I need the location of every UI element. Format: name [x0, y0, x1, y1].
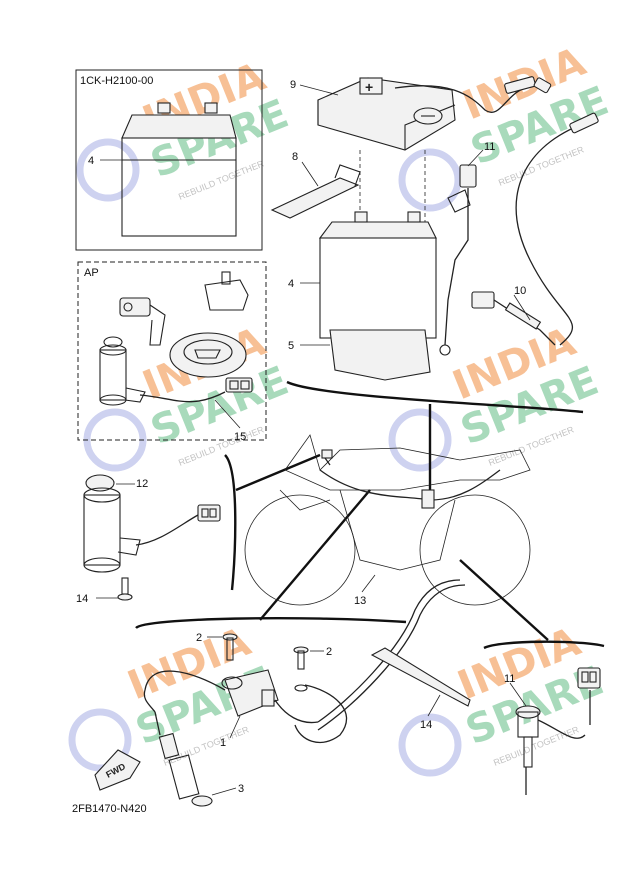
- callout-6: 8: [292, 151, 298, 163]
- neutral-switch-icon: [515, 667, 601, 795]
- main-switch-icon: [83, 474, 221, 573]
- harness-junction-icon: [421, 489, 435, 509]
- battery-band-icon: [270, 164, 361, 219]
- watermark-logo-icon: [68, 708, 132, 772]
- callout-8: 10: [514, 285, 526, 297]
- callout-7: 9: [290, 79, 296, 91]
- connector-line-left: [224, 454, 237, 591]
- lock-set-assembly-box: AP: [77, 261, 267, 443]
- kit-battery-icon: [121, 102, 237, 237]
- leader-3: [211, 787, 237, 796]
- assembly-label: AP: [84, 267, 99, 279]
- callout-9: 11: [484, 141, 495, 153]
- leader-12: [509, 682, 527, 707]
- leader-9: [467, 149, 484, 167]
- watermark-group: INDIA SPARE REBUILD TOGETHER INDIA SPARE…: [68, 39, 615, 777]
- ap-connector-icon: [225, 377, 253, 393]
- leader-14: [427, 694, 441, 717]
- callout-1: 1: [220, 737, 226, 749]
- watermark-logo-icon: [76, 138, 140, 202]
- ap-bracket-icon: [204, 271, 249, 311]
- positive-terminal-icon: [504, 76, 552, 94]
- callout-2a: 2: [196, 632, 202, 644]
- callout-4b: 4: [288, 278, 294, 290]
- battery-pad-icon: [329, 329, 431, 381]
- ap-main-switch-icon: [99, 336, 226, 406]
- callout-3: 3: [238, 783, 244, 795]
- connector-line-bottom: [135, 616, 407, 630]
- seat-lock-icon: [119, 297, 166, 346]
- leader-6: [301, 161, 319, 187]
- leader-1: [229, 715, 241, 739]
- plus-sign: +: [365, 79, 373, 95]
- callout-5: 5: [288, 340, 294, 352]
- connector-line-right: [483, 640, 605, 650]
- callout-14: 14: [420, 719, 432, 731]
- leader-8: [513, 294, 531, 321]
- diagram-code: 2FB1470-N420: [72, 803, 147, 815]
- negative-cable: [515, 124, 581, 346]
- connector-line-left-stem: [235, 453, 321, 492]
- callout-12: 11: [504, 673, 515, 685]
- bolt-2a-icon: [222, 633, 238, 661]
- starter-relay-icon: [471, 291, 556, 346]
- bolt-2b-icon: [293, 646, 309, 692]
- battery-cover-icon: +: [317, 77, 456, 151]
- lock-set-frame: [77, 261, 267, 441]
- rear-wheel-outline: [419, 494, 531, 606]
- fuel-cap-icon: [169, 332, 247, 378]
- connector-line-bottom-stem: [259, 489, 371, 621]
- callout-15: 15: [234, 431, 246, 443]
- battery-icon: [318, 211, 437, 339]
- spark-plug-cap-icon: [154, 711, 213, 807]
- connector-line-right-stem: [459, 559, 549, 641]
- battery-kit-code: 1CK-H2100-00: [80, 75, 153, 87]
- motorcycle-silhouette: [244, 434, 531, 606]
- battery-kit-frame: [75, 69, 263, 251]
- connector-line-top: [286, 380, 584, 414]
- leader-7: [299, 84, 339, 96]
- watermark-logo-icon: [398, 148, 462, 212]
- battery-cover-assembly: + 9 8: [270, 76, 599, 381]
- battery-kit-box: 1CK-H2100-00 4: [75, 69, 263, 251]
- callout-10: 12: [136, 478, 148, 490]
- watermark-logo-icon: [398, 713, 462, 777]
- screw-11-icon: [117, 577, 133, 601]
- callout-4a: 4: [88, 155, 94, 167]
- neutral-connector-icon: [577, 667, 601, 689]
- leader-13: [361, 574, 376, 593]
- negative-terminal-icon: [569, 112, 599, 134]
- front-wheel-outline: [244, 494, 356, 606]
- leader-15: [214, 399, 241, 429]
- watermark-logo-icon: [388, 408, 452, 472]
- main-harness-route: [319, 469, 501, 501]
- callout-11: 14: [76, 593, 88, 605]
- positive-cable: [394, 85, 526, 113]
- fwd-arrow-icon: FWD: [94, 749, 141, 791]
- wire-harness-icon: [317, 579, 471, 731]
- callout-13: 13: [354, 595, 366, 607]
- main-switch-connector-icon: [197, 504, 221, 522]
- fuse-holder-icon: [439, 164, 477, 356]
- ignition-coil-icon: [143, 669, 348, 744]
- callout-2b: 2: [326, 646, 332, 658]
